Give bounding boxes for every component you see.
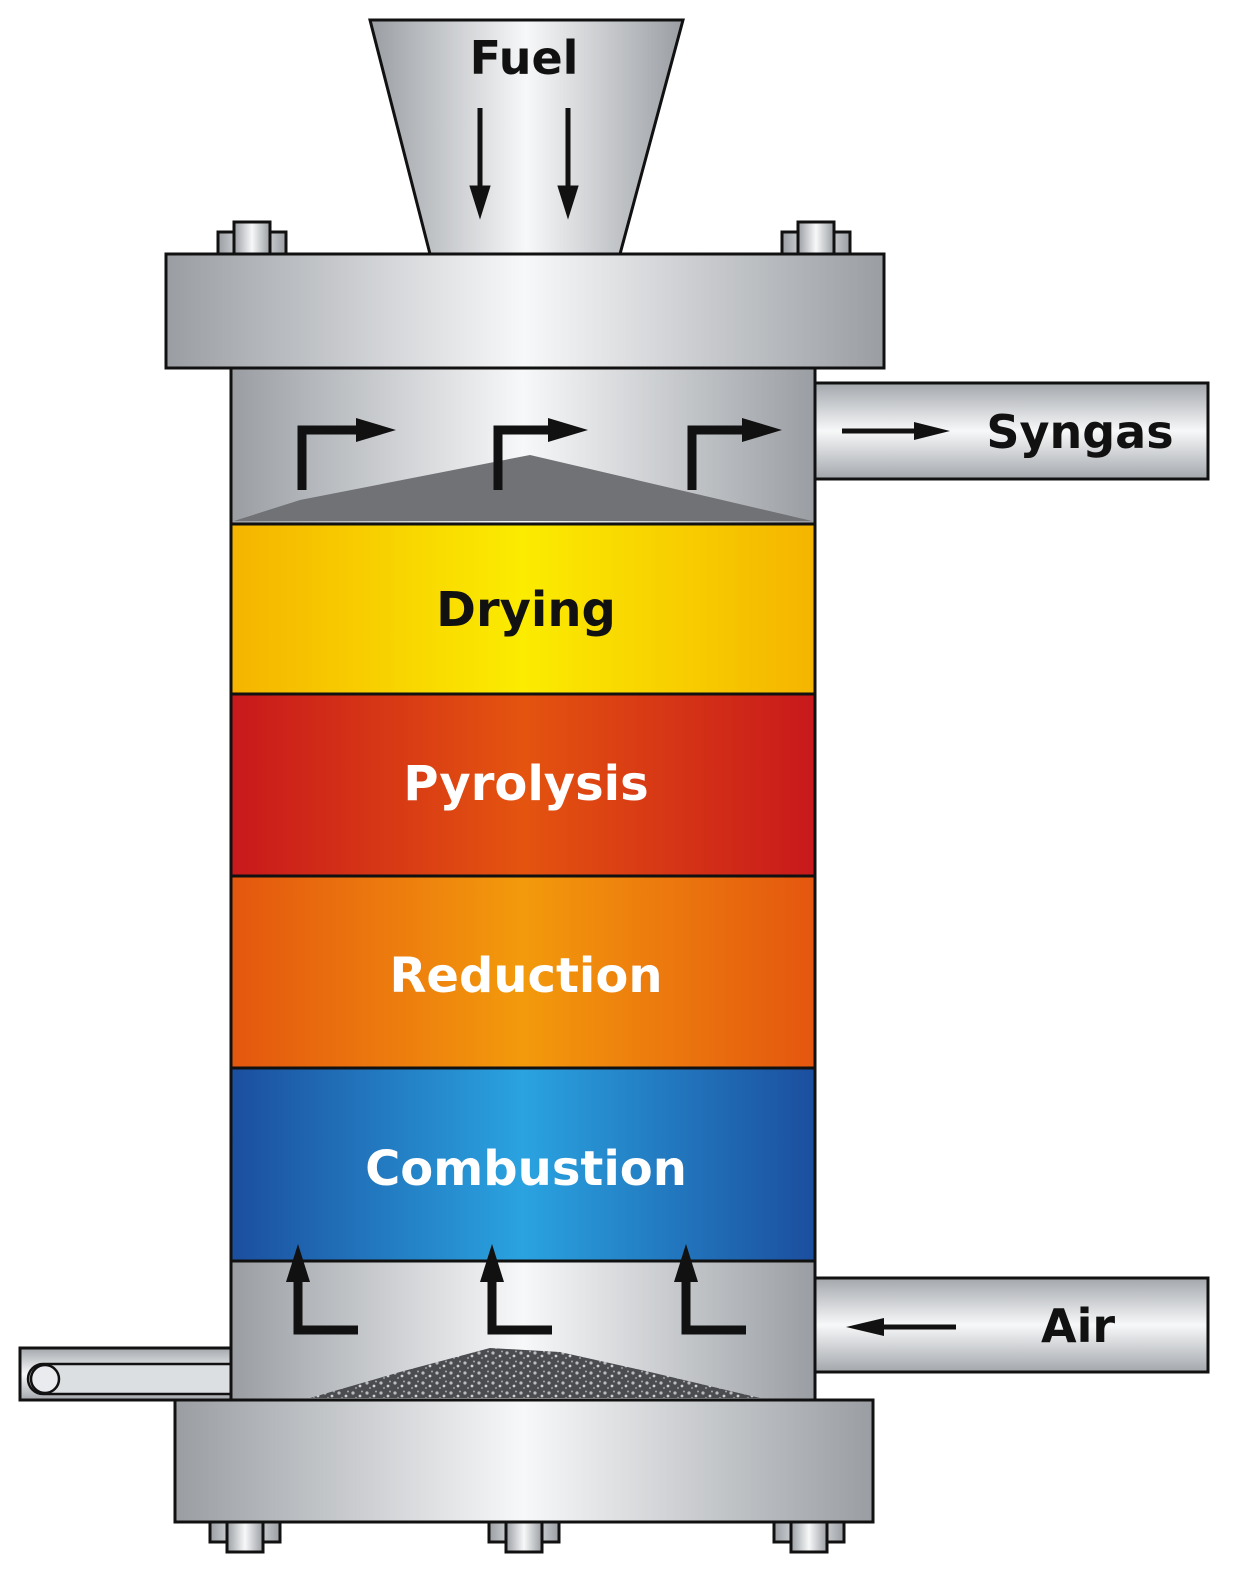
zone-pyrolysis-label: Pyrolysis xyxy=(403,756,648,812)
bolt-bottom-right-head xyxy=(789,1520,829,1554)
bolt-top-right-head xyxy=(796,220,836,256)
arrow-down-icon xyxy=(557,108,579,220)
elbow-arrow-up-icon xyxy=(674,1244,746,1335)
zone-combustion: Combustion xyxy=(229,1066,817,1263)
zone-pyrolysis: Pyrolysis xyxy=(229,692,817,878)
zone-combustion-label: Combustion xyxy=(365,1141,687,1197)
zone-drying: Drying xyxy=(229,522,817,696)
arrow-left-icon xyxy=(846,1318,956,1336)
elbow-arrow-right-icon xyxy=(297,418,396,490)
arrow-down-icon xyxy=(469,108,491,220)
bottom-bolts xyxy=(208,1520,846,1554)
zone-drying-label: Drying xyxy=(436,582,616,638)
top-flange xyxy=(164,252,886,370)
zone-reduction: Reduction xyxy=(229,874,817,1070)
elbow-arrow-up-icon xyxy=(286,1244,358,1335)
elbow-arrow-right-icon xyxy=(493,418,588,490)
conveyor-roller-left xyxy=(29,1363,61,1395)
ash-heap xyxy=(310,1348,760,1398)
bolt-bottom-center-head xyxy=(504,1520,544,1554)
bottom-flange xyxy=(173,1398,875,1524)
bolt-top-left-head xyxy=(232,220,272,256)
fuel-heap xyxy=(234,455,812,521)
arrow-right-icon xyxy=(842,422,950,440)
bolt-bottom-left-head xyxy=(225,1520,265,1554)
zone-reduction-label: Reduction xyxy=(389,948,662,1004)
air-flow-arrows xyxy=(286,1244,746,1335)
elbow-arrow-right-icon xyxy=(687,418,782,490)
elbow-arrow-up-icon xyxy=(480,1244,552,1335)
air-label: Air xyxy=(1041,1299,1115,1353)
fuel-label: Fuel xyxy=(470,31,579,85)
syngas-label: Syngas xyxy=(986,405,1173,459)
syngas-flow-arrows xyxy=(297,418,782,490)
fuel-flow-arrows xyxy=(469,108,579,220)
